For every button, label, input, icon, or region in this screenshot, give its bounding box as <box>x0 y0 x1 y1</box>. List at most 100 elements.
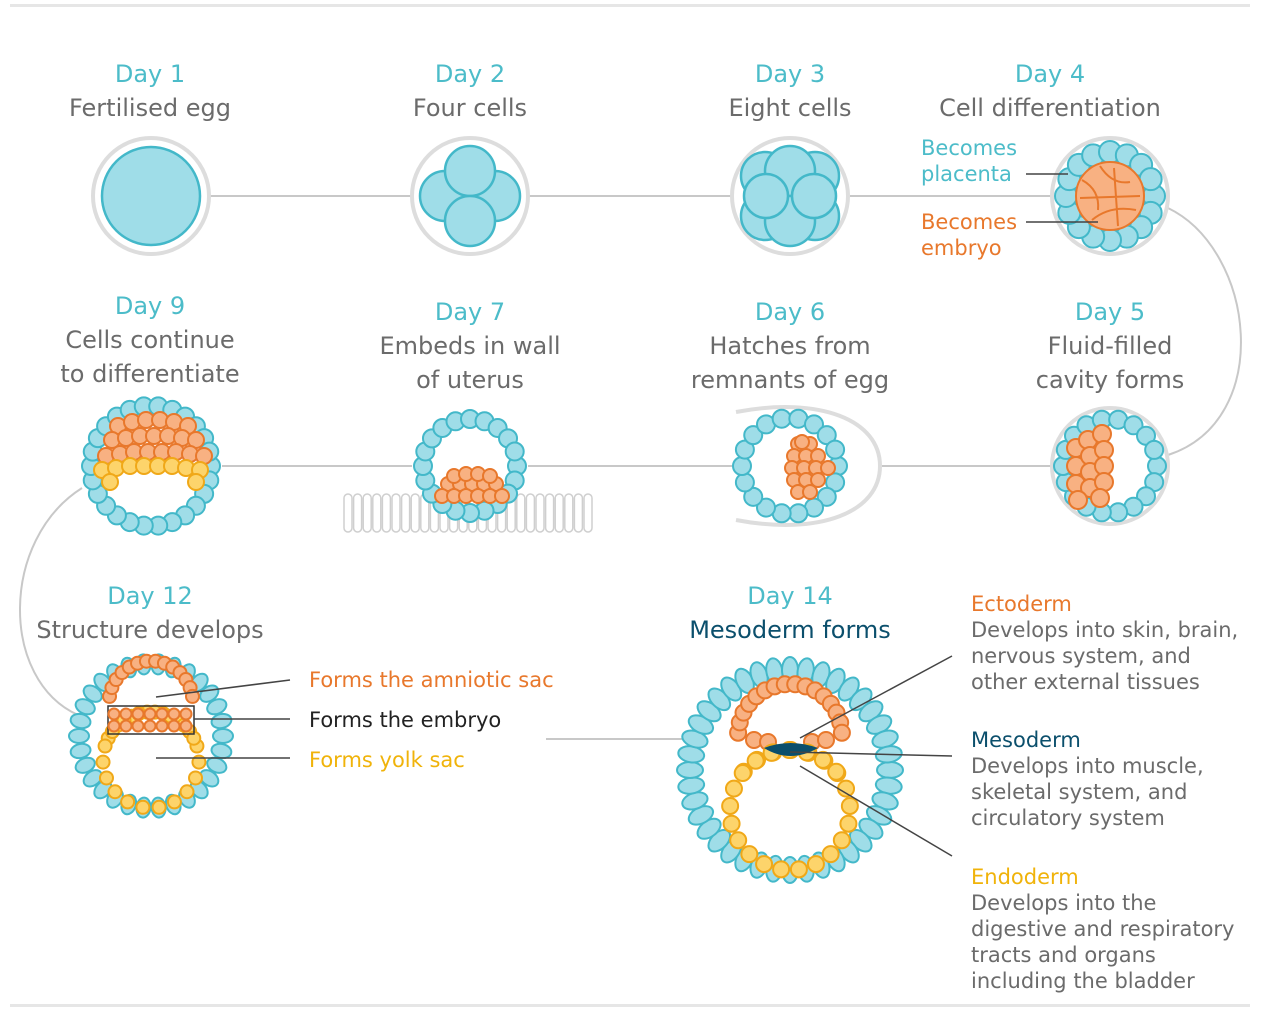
cell <box>187 473 205 491</box>
day-label: Day 9 <box>114 292 186 320</box>
day-label: Day 2 <box>434 60 506 88</box>
cell <box>68 728 90 744</box>
day-label: Day 12 <box>107 582 193 610</box>
uterine-wall-cell <box>410 493 420 533</box>
bottom-rule <box>10 1004 1250 1007</box>
day-label: Day 14 <box>747 582 833 610</box>
cell <box>755 855 774 874</box>
cell <box>166 794 182 810</box>
cell <box>494 488 510 504</box>
cell <box>120 794 136 810</box>
layer-name: Mesoderm <box>971 728 1081 752</box>
day5-illustration <box>1050 406 1170 526</box>
day3-illustration <box>730 136 850 256</box>
cell <box>732 456 752 476</box>
uterine-wall-cell <box>391 493 401 533</box>
cell <box>721 796 740 815</box>
day12-illustration <box>68 653 291 819</box>
cell <box>756 497 776 518</box>
uterine-wall-cell <box>525 493 536 533</box>
cell <box>179 784 195 800</box>
cell <box>199 769 220 788</box>
cell <box>179 707 193 721</box>
cell <box>98 770 114 786</box>
day1-illustration <box>91 136 211 256</box>
cell <box>820 460 836 476</box>
layer-desc-line: including the bladder <box>971 969 1195 993</box>
layer-desc-line: circulatory system <box>971 806 1165 830</box>
note-becomes-embryo: Becomes embryo <box>921 209 1017 261</box>
stage-label-day2: Day 2 Four cells <box>360 57 580 125</box>
stage-description: Fertilised egg <box>69 94 231 122</box>
cell <box>813 750 832 769</box>
layer-desc-line: Develops into skin, brain, <box>971 618 1239 642</box>
cell <box>743 425 764 446</box>
cell <box>82 684 103 703</box>
cell <box>724 779 743 798</box>
cell <box>191 754 207 770</box>
note-forms-embryo: Forms the embryo <box>309 708 502 732</box>
stage-description: remnants of egg <box>690 366 890 394</box>
cell <box>107 707 121 721</box>
day-label: Day 5 <box>1074 298 1146 326</box>
layer-desc-line: Develops into muscle, <box>971 754 1204 778</box>
stage-description: Structure develops <box>36 616 264 644</box>
cell <box>802 484 818 500</box>
cell <box>1144 439 1165 460</box>
cell <box>722 814 741 833</box>
stage-label-day14: Day 14 Mesoderm forms <box>660 579 920 647</box>
uterine-wall-cell <box>544 493 555 533</box>
cell <box>789 860 808 879</box>
cell <box>740 845 759 864</box>
day-label: Day 1 <box>114 60 186 88</box>
stage-label-day1: Day 1 Fertilised egg <box>40 57 260 125</box>
stage-description: Embeds in wall <box>379 332 561 360</box>
cell <box>788 503 809 524</box>
cell <box>794 434 810 450</box>
cell <box>143 707 157 721</box>
note-line: Becomes <box>921 210 1018 234</box>
timeline-connectors <box>19 195 1242 740</box>
uterine-wall-cell <box>583 493 593 533</box>
cell <box>1090 488 1110 508</box>
uterine-wall-cell <box>535 493 545 533</box>
layer-desc-line: digestive and respiratory <box>971 917 1235 941</box>
note-line: placenta <box>921 162 1012 186</box>
cell <box>771 408 792 429</box>
uterine-wall-cell <box>564 493 574 533</box>
cell <box>97 738 113 754</box>
note-becomes-placenta: Becomes placenta <box>921 135 1017 187</box>
layer-desc-line: Develops into the <box>971 891 1157 915</box>
cell <box>832 831 851 850</box>
day9-illustration <box>81 396 221 536</box>
cell <box>876 761 904 779</box>
cell <box>143 719 157 733</box>
cell <box>206 698 228 716</box>
layer-name: Endoderm <box>971 865 1079 889</box>
stage-description: Mesoderm forms <box>689 616 891 644</box>
layer-desc-line: tracts and organs <box>971 943 1156 967</box>
cell <box>827 762 846 781</box>
cell <box>82 769 103 788</box>
stage-description: Eight cells <box>728 94 852 122</box>
cell <box>746 751 765 770</box>
layer-desc-line: nervous system, and <box>971 644 1191 668</box>
cell <box>839 814 858 833</box>
cell <box>131 719 145 733</box>
cell <box>504 441 525 462</box>
cell <box>69 742 92 760</box>
cell <box>734 472 755 493</box>
stage-label-day12: Day 12 Structure develops <box>20 579 280 647</box>
cell <box>206 756 228 774</box>
stage-label-day9: Day 9 Cells continue to differentiate <box>30 289 270 391</box>
uterine-wall-cell <box>343 493 353 533</box>
stage-description: Hatches from <box>709 332 871 360</box>
cell <box>107 784 123 800</box>
day-label: Day 4 <box>1014 60 1086 88</box>
day-label: Day 3 <box>754 60 826 88</box>
uterine-wall-cell <box>554 493 564 533</box>
cell <box>135 799 151 815</box>
cell <box>188 770 204 786</box>
top-rule <box>10 4 1250 7</box>
